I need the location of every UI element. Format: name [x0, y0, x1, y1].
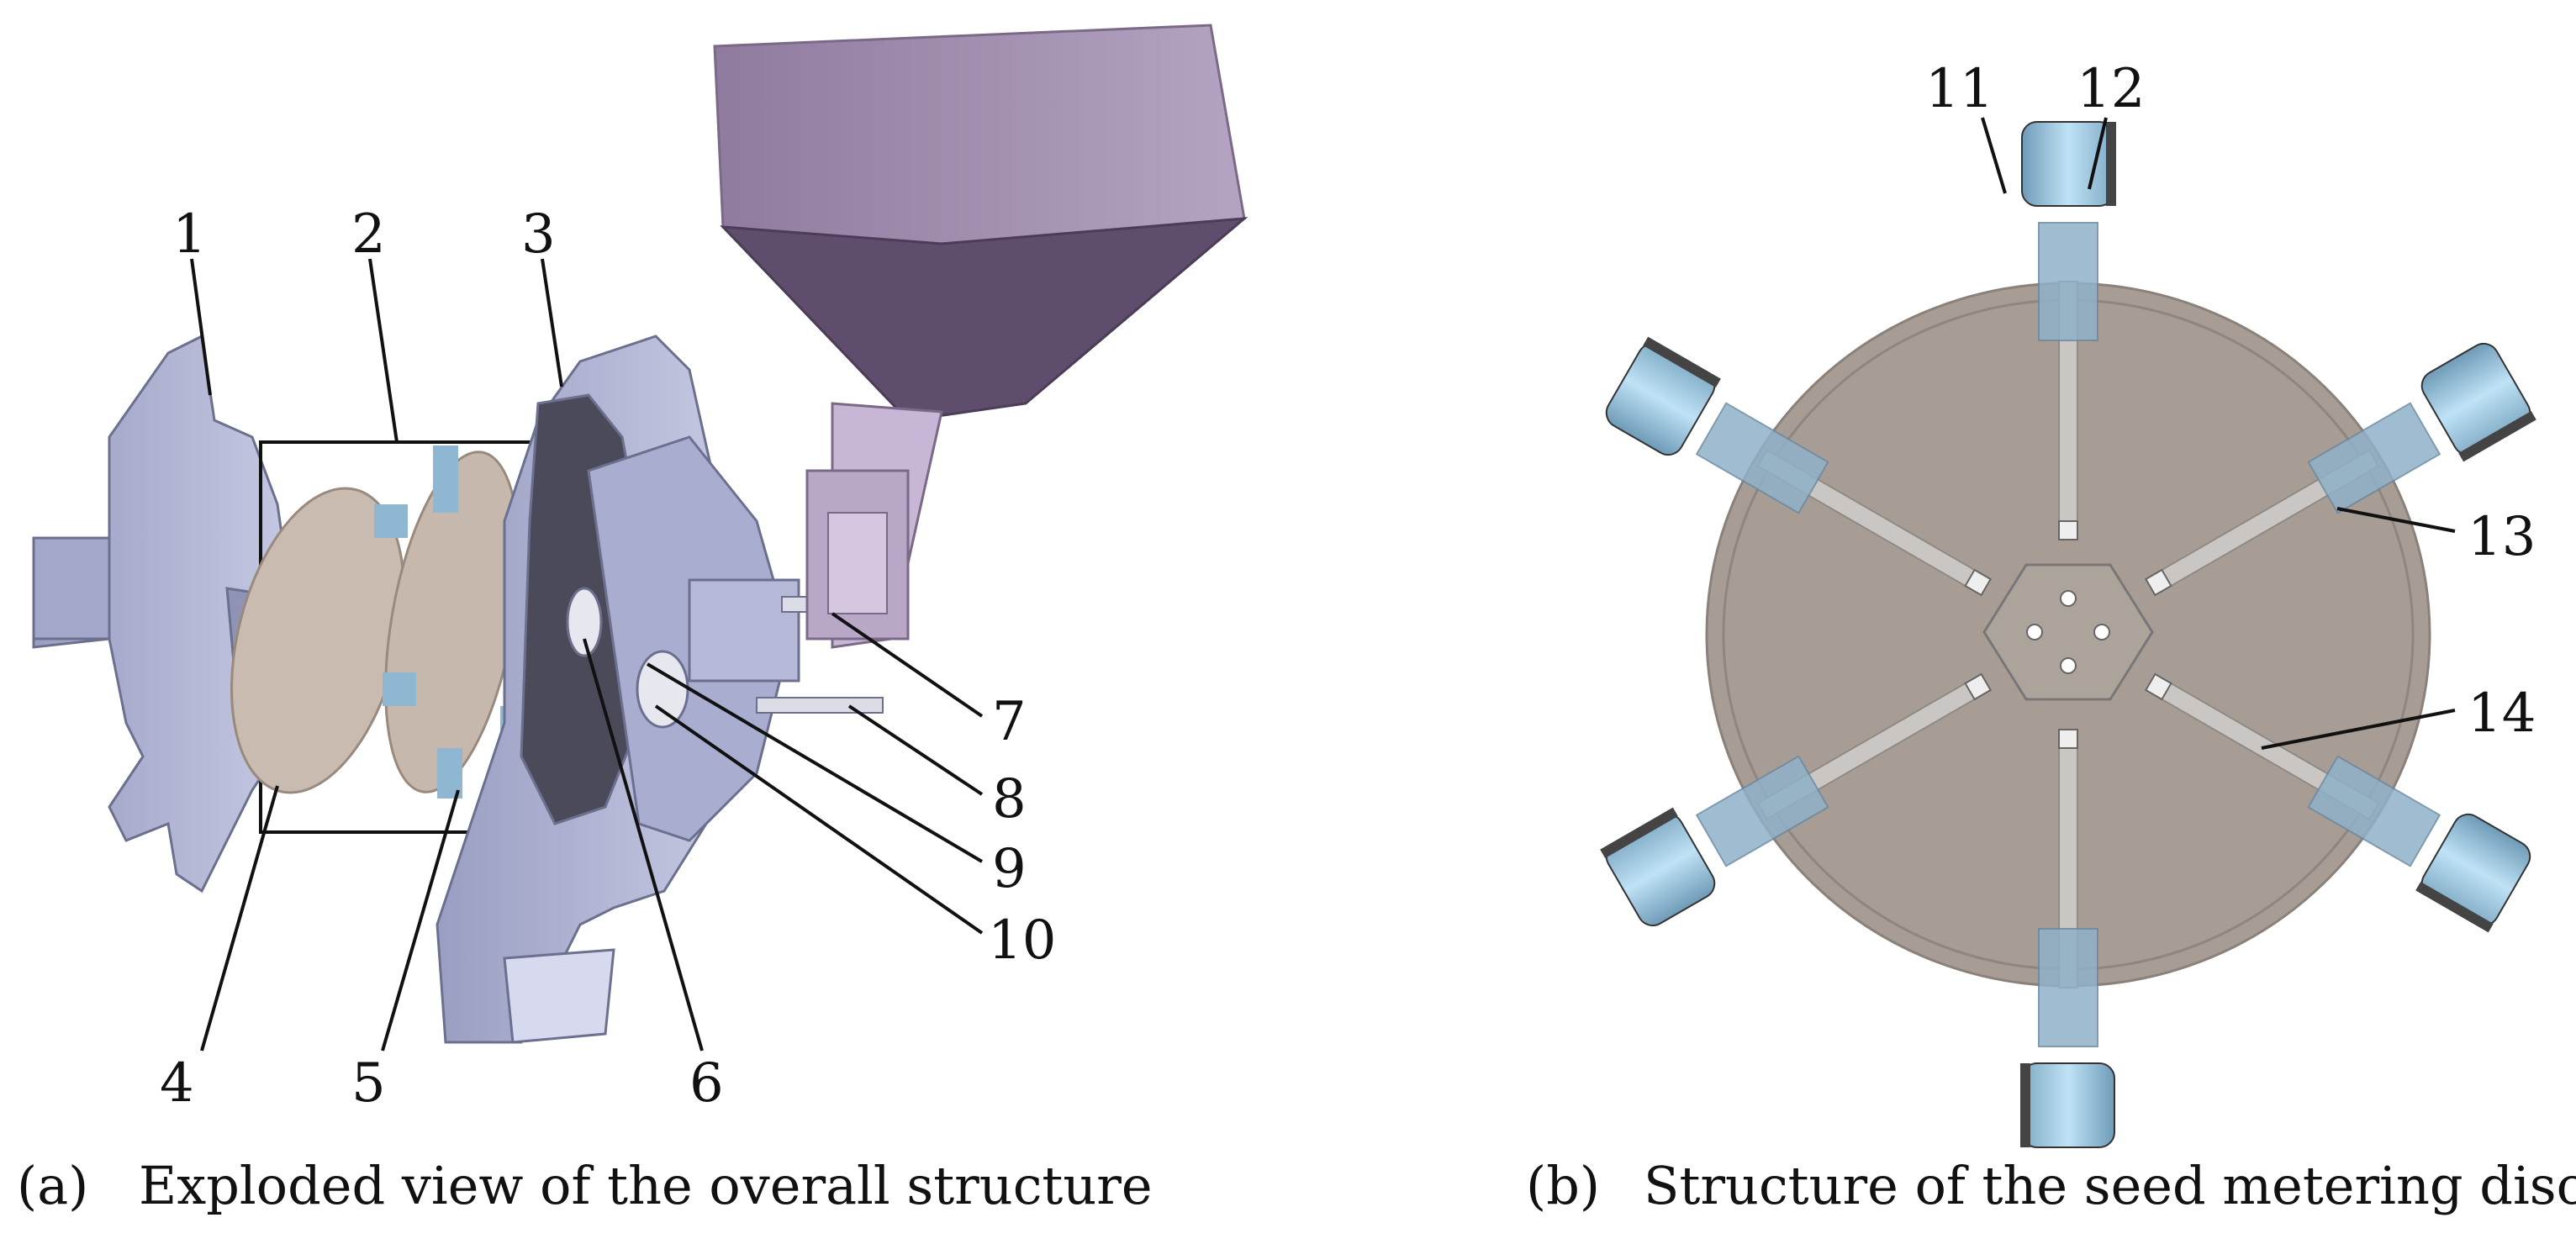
seed-cup-lip [2106, 122, 2116, 206]
label-5: 5 [351, 1052, 386, 1115]
disc-hub [1982, 563, 2154, 701]
label-12: 12 [2077, 58, 2145, 120]
hub-hole [2026, 624, 2043, 640]
arm-pin [1964, 672, 1993, 701]
label-6: 6 [689, 1052, 724, 1115]
arm-pin [2058, 520, 2078, 540]
label-4: 4 [160, 1052, 194, 1115]
caption-a-tag: (a) [17, 1155, 88, 1216]
arm-block [1695, 402, 1829, 514]
arm-block [2307, 402, 2441, 514]
seed-cup-lip [2458, 410, 2536, 462]
small-shaft-part [566, 587, 603, 657]
arm-block [2038, 928, 2098, 1047]
arm-pin [1964, 568, 1993, 597]
hub-hole [2093, 624, 2110, 640]
seed-cup-lip [2020, 1063, 2030, 1147]
seed-cup [1605, 342, 1716, 456]
panel-a-exploded-view: 1 2 3 4 5 6 7 8 9 10 (a) Exploded view o… [17, 24, 1248, 1216]
seed-cup-lip [2415, 881, 2494, 933]
arm-block [2038, 222, 2098, 341]
label-8: 8 [992, 768, 1027, 830]
housing-part [435, 335, 800, 1044]
seed-cup [2420, 342, 2531, 456]
caption-a: Exploded view of the overall structure [139, 1155, 1153, 1216]
seed-arm [2144, 342, 2536, 597]
seed-arm [1600, 672, 1993, 927]
panel-b-seed-metering-disc: 11 12 13 14 (b) Structure of the seed me… [1526, 58, 2576, 1216]
arms-group [1600, 121, 2536, 1148]
label-1: 1 [172, 203, 207, 266]
seed-arm [1605, 336, 1993, 597]
seed-cup-lip [1643, 336, 1721, 388]
caption-b: Structure of the seed metering disc [1644, 1155, 2576, 1216]
label-9: 9 [992, 838, 1027, 900]
label-2: 2 [351, 203, 386, 266]
hub-hole [2060, 657, 2077, 674]
arm-pin [2058, 729, 2078, 749]
shaft-8 [756, 697, 884, 714]
seed-cup [2420, 813, 2531, 927]
bearing-part [636, 650, 689, 729]
label-11: 11 [1925, 58, 1993, 120]
hub-hole [2060, 590, 2077, 607]
label-14: 14 [2468, 683, 2536, 745]
seed-cup-lip [1600, 807, 1678, 859]
arm-pin [2144, 568, 2172, 597]
seed-arm [2020, 729, 2115, 1148]
arm-pin [2144, 672, 2172, 701]
label-10: 10 [988, 909, 1056, 972]
seed-cup [1605, 813, 1716, 927]
seed-cup [2021, 1062, 2115, 1148]
arm-block [1695, 755, 1829, 867]
caption-b-tag: (b) [1526, 1155, 1600, 1216]
hopper-part [713, 24, 1248, 649]
label-7: 7 [992, 691, 1027, 753]
arm-block [2307, 755, 2441, 867]
label-13: 13 [2468, 506, 2536, 568]
label-3: 3 [521, 203, 556, 266]
